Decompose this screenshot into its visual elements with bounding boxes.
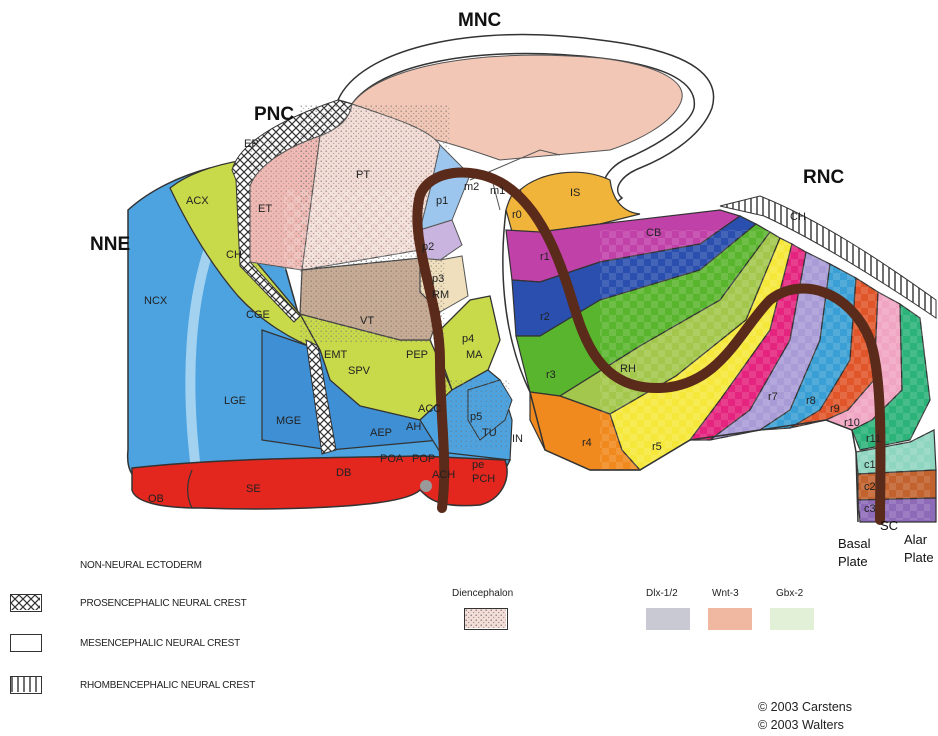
label-c1: c1 (864, 459, 876, 471)
legend-label: PROSENCEPHALIC NEURAL CREST (80, 598, 247, 609)
label-p4: p4 (462, 333, 474, 345)
vertical-lines-swatch (10, 676, 42, 694)
label-rh: RH (620, 363, 636, 375)
legend-label: RHOMBENCEPHALIC NEURAL CREST (80, 680, 255, 691)
wnt3-swatch (708, 608, 752, 630)
diencephalon-swatch (464, 608, 508, 630)
label-et: ET (258, 203, 272, 215)
label-m2: m2 (464, 181, 479, 193)
label-mge: MGE (276, 415, 301, 427)
label-cb: CB (646, 227, 661, 239)
label-p3: p3 (432, 273, 444, 285)
legend-label: NON-NEURAL ECTODERM (80, 560, 202, 571)
label-ep: EP (244, 138, 259, 150)
legend-label: MESENCEPHALIC NEURAL CREST (80, 638, 240, 649)
gbx2-swatch (770, 608, 814, 630)
label-p1: p1 (436, 195, 448, 207)
label-mnc: MNC (458, 10, 502, 31)
label-ma: MA (466, 349, 483, 361)
copyright-carstens: © 2003 Carstens (758, 700, 852, 714)
copyright-walters: © 2003 Walters (758, 718, 844, 732)
label-ah: AH (406, 421, 421, 433)
label-alar: Alar (904, 532, 928, 547)
legend-non-neural: NON-NEURAL ECTODERM (10, 556, 202, 574)
label-r2: r2 (540, 311, 550, 323)
label-m1: m1 (490, 185, 505, 197)
legend-mesencephalic: MESENCEPHALIC NEURAL CREST (10, 634, 240, 652)
label-pch: PCH (472, 473, 495, 485)
label-r1: r1 (540, 251, 550, 263)
label-db: DB (336, 467, 351, 479)
label-cge: CGE (246, 309, 270, 321)
label-alar-plate: Plate (904, 550, 934, 565)
legend-prosencephalic: PROSENCEPHALIC NEURAL CREST (10, 594, 247, 612)
label-ch-left: CH (226, 249, 242, 261)
dlx-swatch (646, 608, 690, 630)
label-se: SE (246, 483, 261, 495)
label-basal-plate: Plate (838, 554, 868, 569)
label-pt: PT (356, 169, 370, 181)
label-r8: r8 (806, 395, 816, 407)
label-ch-right: CH (790, 211, 806, 223)
label-r5: r5 (652, 441, 662, 453)
label-is: IS (570, 187, 580, 199)
label-pep: PEP (406, 349, 428, 361)
label-r3: r3 (546, 369, 556, 381)
legend-rhombencephalic: RHOMBENCEPHALIC NEURAL CREST (10, 676, 255, 694)
label-emt: EMT (324, 349, 348, 361)
label-ncx: NCX (144, 295, 168, 307)
label-r9: r9 (830, 403, 840, 415)
gene-label-dlx: Dlx-1/2 (646, 588, 678, 599)
legend-swatch-empty (10, 556, 42, 574)
label-ach: ACH (432, 469, 455, 481)
label-nne: NNE (90, 234, 130, 255)
label-acc: ACC (418, 403, 441, 415)
crosshatch-swatch (10, 594, 42, 612)
label-in: IN (512, 433, 523, 445)
label-c2: c2 (864, 481, 876, 493)
label-pop: POP (412, 453, 435, 465)
label-r10: r10 (844, 417, 860, 429)
label-pe: pe (472, 459, 484, 471)
label-lge: LGE (224, 395, 246, 407)
gene-label-wnt3: Wnt-3 (712, 588, 739, 599)
label-vt: VT (360, 315, 374, 327)
gene-label-gbx2: Gbx-2 (776, 588, 803, 599)
label-c3: c3 (864, 503, 876, 515)
label-pnc: PNC (254, 104, 294, 125)
label-rnc: RNC (803, 167, 844, 188)
label-p2: p2 (422, 241, 434, 253)
label-rm: RM (432, 289, 449, 301)
label-r11: r11 (866, 433, 881, 445)
label-r7: r7 (768, 391, 778, 403)
label-basal: Basal (838, 536, 871, 551)
label-tu: TU (482, 427, 497, 439)
label-p5: p5 (470, 411, 482, 423)
ach-dot (420, 480, 432, 492)
label-poa: POA (380, 453, 404, 465)
label-r0: r0 (512, 209, 522, 221)
blank-swatch (10, 634, 42, 652)
label-sc: SC (880, 518, 898, 533)
label-ob: OB (148, 493, 164, 505)
diencephalon-title: Diencephalon (452, 588, 513, 599)
label-acx: ACX (186, 195, 209, 207)
label-aep: AEP (370, 427, 392, 439)
label-r4: r4 (582, 437, 592, 449)
label-spv: SPV (348, 365, 371, 377)
